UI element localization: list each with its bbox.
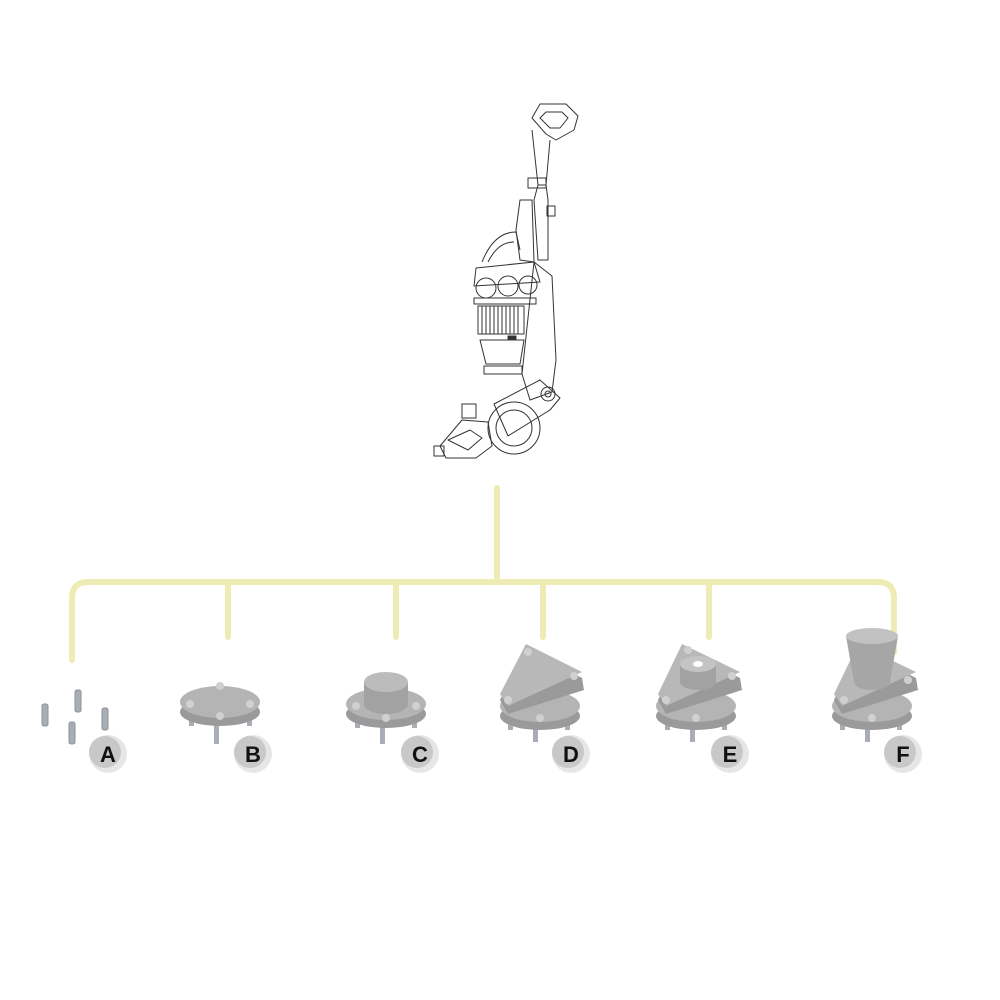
badge-b-label: B: [245, 742, 261, 767]
badge-d-label: D: [563, 742, 579, 767]
connector-tree: [69, 485, 897, 663]
badge-c-label: C: [412, 742, 428, 767]
badge-f: F: [884, 735, 922, 773]
disc-with-hub-icon: [346, 672, 426, 744]
badge-a: A: [89, 735, 127, 773]
upright-vacuum-cleaner-icon: [433, 103, 579, 459]
disc-with-triangular-plate-icon: [500, 644, 584, 742]
connector-bus: [69, 579, 897, 663]
badge-a-label: A: [100, 742, 116, 767]
badge-e-label: E: [723, 742, 738, 767]
badge-c: C: [401, 735, 439, 773]
badge-d: D: [552, 735, 590, 773]
badge-e: E: [711, 735, 749, 773]
disc-with-plate-and-boss-icon: [656, 644, 742, 742]
disc-with-plate-and-cup-icon: [832, 628, 918, 742]
badge-b: B: [234, 735, 272, 773]
badge-f-label: F: [896, 742, 909, 767]
pinned-disc-icon: [180, 682, 260, 744]
loose-pins-icon: [41, 689, 109, 745]
